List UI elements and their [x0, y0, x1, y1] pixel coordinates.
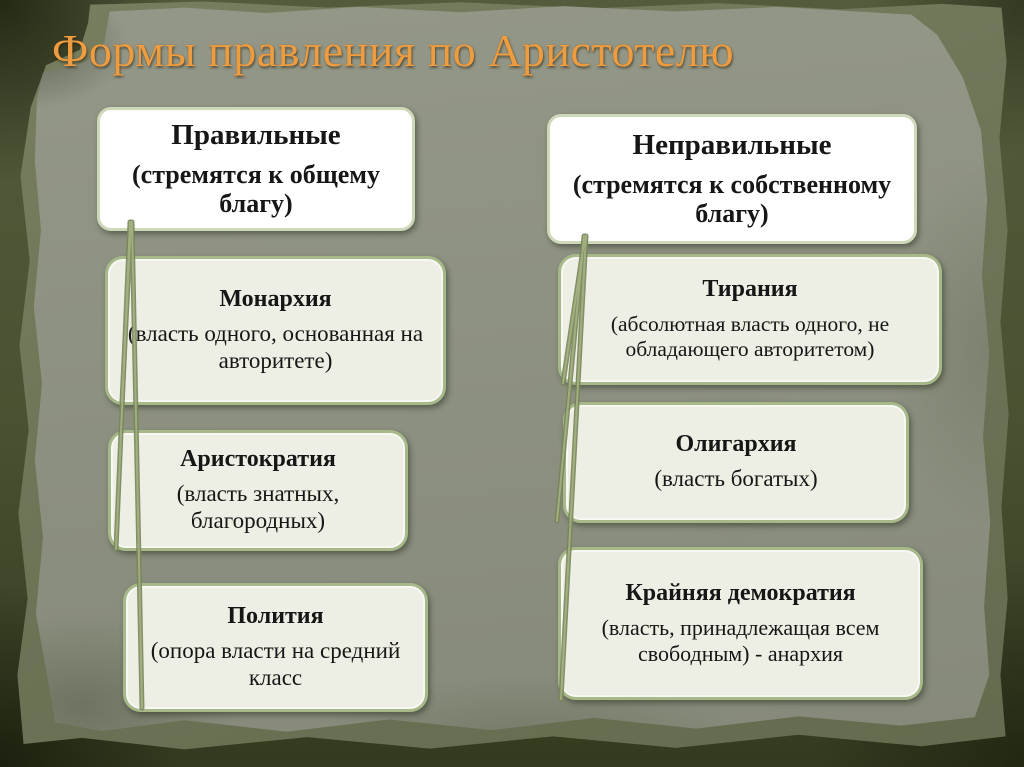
header-title: Правильные	[171, 118, 341, 151]
node-title: Аристократия	[180, 445, 336, 472]
node-polity: Полития (опора власти на средний класс	[123, 583, 428, 712]
node-title: Тирания	[702, 276, 798, 303]
header-subtitle: (стремятся к собственному благу)	[572, 170, 892, 229]
node-title: Полития	[227, 602, 324, 629]
header-correct-forms: Правильные (стремятся к общему благу)	[97, 107, 415, 231]
slide-title: Формы правления по Аристотелю	[52, 25, 735, 76]
node-aristocracy: Аристократия (власть знатных, благородны…	[108, 430, 408, 551]
node-description: (власть богатых)	[654, 466, 818, 492]
node-description: (власть одного, основанная на авторитете…	[127, 320, 424, 373]
node-monarchy: Монархия (власть одного, основанная на а…	[105, 256, 446, 405]
node-description: (опора власти на средний класс	[150, 637, 401, 690]
header-incorrect-forms: Неправильные (стремятся к собственному б…	[547, 114, 917, 244]
node-tyranny: Тирания (абсолютная власть одного, не об…	[558, 254, 942, 385]
header-subtitle: (стремятся к общему благу)	[132, 160, 380, 219]
node-title: Монархия	[219, 285, 332, 312]
node-title: Олигархия	[675, 431, 797, 458]
header-title: Неправильные	[632, 128, 832, 161]
node-oligarchy: Олигархия (власть богатых)	[563, 402, 909, 523]
node-description: (абсолютная власть одного, не обладающег…	[610, 311, 890, 361]
node-title: Крайняя демократия	[625, 579, 856, 606]
node-extreme-democracy: Крайняя демократия (власть, принадлежаща…	[558, 547, 923, 700]
node-description: (власть знатных, благородных)	[176, 480, 340, 533]
node-description: (власть, принадлежащая всем свободным) -…	[601, 615, 880, 666]
